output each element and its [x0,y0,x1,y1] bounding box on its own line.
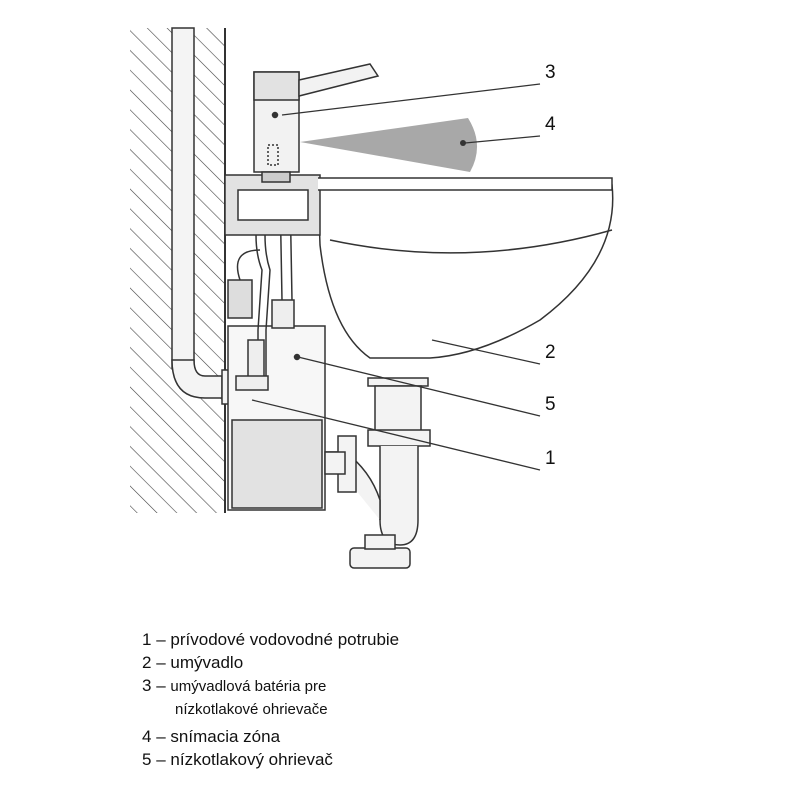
heater [227,279,326,511]
legend-sep: – [156,727,166,746]
legend-sep: – [156,653,166,672]
legend-item-4: 4 – snímacia zóna [142,725,399,748]
legend: 1 – prívodové vodovodné potrubie 2 – umý… [142,628,399,771]
legend-sep: – [156,750,166,769]
callout-3: 3 [545,62,556,83]
legend-item-1: 1 – prívodové vodovodné potrubie [142,628,399,651]
legend-item-3-cont: nízkotlakové ohrievače [175,701,328,718]
legend-text: snímacia zóna [170,727,281,746]
legend-sep: – [156,630,166,649]
legend-sep: – [156,676,166,695]
legend-num: 5 [142,750,152,769]
basin [224,174,614,359]
legend-item-2: 2 – umývadlo [142,651,399,674]
legend-num: 3 [142,676,152,695]
sensor-zone [300,118,478,172]
callout-2: 2 [545,342,556,363]
legend-num: 4 [142,727,152,746]
legend-text: umývadlo [170,653,244,672]
callout-1: 1 [545,448,556,469]
legend-num: 2 [142,653,152,672]
legend-item-5: 5 – nízkotlakový ohrievač [142,748,399,771]
legend-text: umývadlová batéria pre [170,678,327,695]
callout-5: 5 [545,394,556,415]
legend-num: 1 [142,630,152,649]
faucet [253,63,380,183]
legend-text: prívodové vodovodné potrubie [170,630,400,649]
leader-lines [251,83,541,471]
siphon [324,377,431,569]
legend-text: nízkotlakový ohrievač [170,750,333,769]
legend-item-3: 3 – umývadlová batéria pre [142,674,399,698]
callout-4: 4 [545,114,556,135]
